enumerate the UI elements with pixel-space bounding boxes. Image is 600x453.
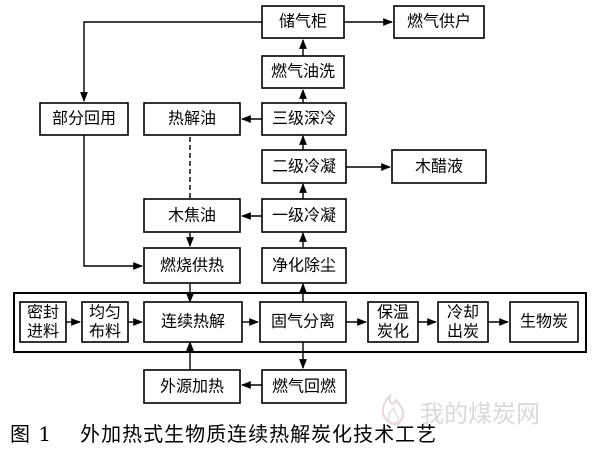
box-second-condense: 二级冷凝 [261, 149, 347, 184]
box-storage-tank: 储气柜 [261, 5, 345, 39]
box-gas-oil-wash: 燃气油洗 [261, 55, 345, 89]
box-pyrolysis-oil-label: 热解油 [168, 109, 216, 128]
box-continuous-pyrolysis: 连续热解 [143, 301, 243, 343]
box-external-heating: 外源加热 [143, 369, 241, 404]
box-gas-users: 燃气供户 [393, 5, 485, 39]
box-combustion-heat-label: 燃烧供热 [160, 256, 224, 275]
box-external-heating-label: 外源加热 [160, 377, 224, 396]
box-cooling-discharge: 冷却 出炭 [437, 301, 489, 343]
box-wood-vinegar-label: 木醋液 [415, 157, 463, 176]
box-gas-oil-wash-label: 燃气油洗 [271, 62, 335, 81]
box-insulated-carbonization-line1: 保温 [377, 303, 409, 322]
box-second-condense-label: 二级冷凝 [272, 157, 336, 176]
box-sealed-feed-line2: 进料 [27, 322, 59, 341]
box-biochar-label: 生物炭 [520, 312, 568, 331]
watermark: 我的煤炭网 [372, 388, 592, 428]
arrow-storage-to-partial-reuse [80, 21, 262, 102]
box-sealed-feed: 密封 进料 [19, 301, 67, 343]
box-uniform-spread: 均匀 布料 [81, 301, 129, 343]
box-gas-solid-separation: 固气分离 [259, 301, 347, 343]
box-storage-tank-label: 储气柜 [279, 12, 327, 31]
box-cooling-discharge-line1: 冷却 [447, 303, 479, 322]
box-first-condense-label: 一级冷凝 [272, 206, 336, 225]
box-gas-solid-separation-label: 固气分离 [271, 312, 335, 331]
box-gas-users-label: 燃气供户 [407, 12, 471, 31]
box-tar-label: 木焦油 [168, 206, 216, 225]
box-sealed-feed-line1: 密封 [27, 303, 59, 322]
box-purify-dust-label: 净化除尘 [272, 256, 336, 275]
box-continuous-pyrolysis-label: 连续热解 [161, 312, 225, 331]
figure-title: 外加热式生物质连续热解炭化技术工艺 [80, 422, 438, 446]
box-wood-vinegar: 木醋液 [391, 149, 487, 184]
reactor-process-frame [13, 292, 587, 353]
figure-number: 图 1 [10, 422, 53, 446]
box-combustion-heat: 燃烧供热 [143, 247, 241, 284]
box-insulated-carbonization-line2: 炭化 [377, 322, 409, 341]
box-biochar: 生物炭 [509, 301, 579, 343]
box-gas-recirculation: 燃气回燃 [261, 369, 347, 404]
box-third-deep-cooling-label: 三级深冷 [272, 109, 336, 128]
watermark-text: 我的煤炭网 [420, 400, 540, 428]
flow-arrows [66, 18, 509, 389]
arrow-partial-reuse-to-combustion [83, 134, 143, 270]
box-uniform-spread-line2: 布料 [89, 322, 121, 341]
box-partial-reuse: 部分回用 [39, 102, 129, 136]
box-uniform-spread-line1: 均匀 [89, 303, 121, 322]
box-first-condense: 一级冷凝 [261, 198, 347, 233]
flame-logo-icon [382, 392, 405, 425]
box-tar: 木焦油 [143, 198, 241, 233]
box-cooling-discharge-line2: 出炭 [447, 322, 479, 341]
box-insulated-carbonization: 保温 炭化 [367, 301, 419, 343]
box-partial-reuse-label: 部分回用 [52, 109, 116, 128]
box-third-deep-cooling: 三级深冷 [261, 102, 347, 136]
box-gas-recirculation-label: 燃气回燃 [272, 377, 336, 396]
box-pyrolysis-oil: 热解油 [143, 102, 241, 136]
figure-caption: 图 1 外加热式生物质连续热解炭化技术工艺 [10, 418, 595, 447]
box-purify-dust: 净化除尘 [261, 247, 347, 284]
